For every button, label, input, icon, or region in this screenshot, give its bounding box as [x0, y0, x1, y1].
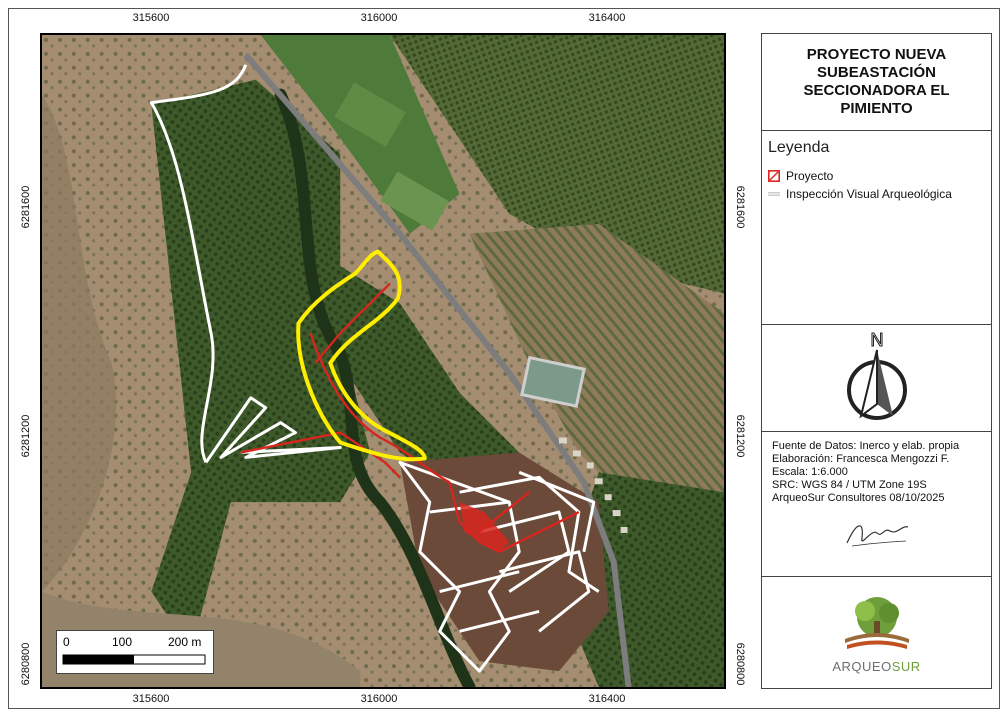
satellite-map: [42, 35, 724, 687]
coord-bottom-3: 316400: [588, 693, 626, 705]
inspection-line-icon: [768, 192, 780, 196]
map-panel: PROYECTO NUEVA SUBEASTACIÓN SECCIONADORA…: [761, 33, 992, 689]
project-swatch-icon: [768, 170, 780, 182]
coord-left-3: 6280800: [20, 642, 32, 686]
field-1: [334, 82, 406, 147]
scale-label-100: 100: [112, 635, 133, 649]
coord-top-2: 316000: [360, 12, 398, 24]
logo-text-sur: SUR: [891, 658, 921, 674]
info-box: Fuente de Datos: Inerco y elab. propia E…: [762, 432, 991, 577]
legend-item-inspeccion: Inspección Visual Arqueológica: [768, 185, 985, 203]
title-box: PROYECTO NUEVA SUBEASTACIÓN SECCIONADORA…: [762, 34, 991, 131]
scale-label-200: 200 m: [168, 635, 202, 649]
legend-label-proyecto: Proyecto: [786, 169, 834, 183]
main-road: [243, 52, 632, 687]
coord-top-3: 316400: [588, 12, 626, 24]
hill-shadow: [42, 94, 117, 592]
legend: Leyenda Proyecto Inspección Visual Arque…: [762, 131, 991, 325]
coord-left-2: 6281200: [20, 414, 32, 458]
coord-right-1: 6281600: [734, 185, 746, 229]
legend-title: Leyenda: [768, 139, 830, 156]
orchard-ne: [389, 35, 724, 294]
scale-bar-graphic: [62, 654, 206, 665]
orchard-east: [469, 223, 724, 513]
orchard-central: [320, 253, 520, 503]
info-fuente: Fuente de Datos: Inerco y elab. propia: [772, 440, 960, 452]
coord-bottom-1: 315600: [132, 693, 170, 705]
coord-right-3: 6280800: [734, 642, 746, 686]
coord-top-1: 315600: [132, 12, 170, 24]
map-view[interactable]: 0 100 200 m: [40, 33, 726, 689]
info-elaboracion: Elaboración: Francesca Mengozzi F.: [772, 453, 950, 465]
scale-label-0: 0: [63, 635, 70, 649]
field-2: [380, 171, 450, 231]
orchard-west: [151, 79, 371, 652]
houses: [558, 437, 628, 533]
reservoir: [520, 355, 586, 408]
coord-left-1: 6281600: [20, 185, 32, 229]
signature-icon: [846, 525, 909, 547]
north-arrow-box: N: [762, 325, 991, 432]
logo-box: ARQUEOSUR: [762, 577, 991, 689]
logo-wordmark: ARQUEOSUR: [832, 659, 920, 674]
logo-text-arqueo: ARQUEO: [832, 658, 892, 674]
coord-right-2: 6281200: [734, 414, 746, 458]
arqueosur-logo-icon: [844, 596, 909, 649]
info-src: SRC: WGS 84 / UTM Zone 19S: [772, 479, 927, 491]
north-label: N: [870, 330, 883, 350]
project-fill: [459, 502, 510, 552]
legend-item-proyecto: Proyecto: [768, 167, 985, 185]
info-empresa: ArqueoSur Consultores 08/10/2025: [772, 492, 945, 504]
coord-bottom-2: 316000: [360, 693, 398, 705]
north-arrow-icon: N: [846, 330, 907, 420]
scale-bar: 0 100 200 m: [56, 630, 214, 674]
legend-label-inspeccion: Inspección Visual Arqueológica: [786, 187, 952, 201]
map-title: PROYECTO NUEVA SUBEASTACIÓN SECCIONADORA…: [803, 46, 950, 117]
info-escala: Escala: 1:6.000: [772, 466, 848, 478]
highlight-area: [296, 249, 427, 462]
creek-vegetation: [274, 88, 476, 687]
page-frame: [8, 8, 1000, 709]
